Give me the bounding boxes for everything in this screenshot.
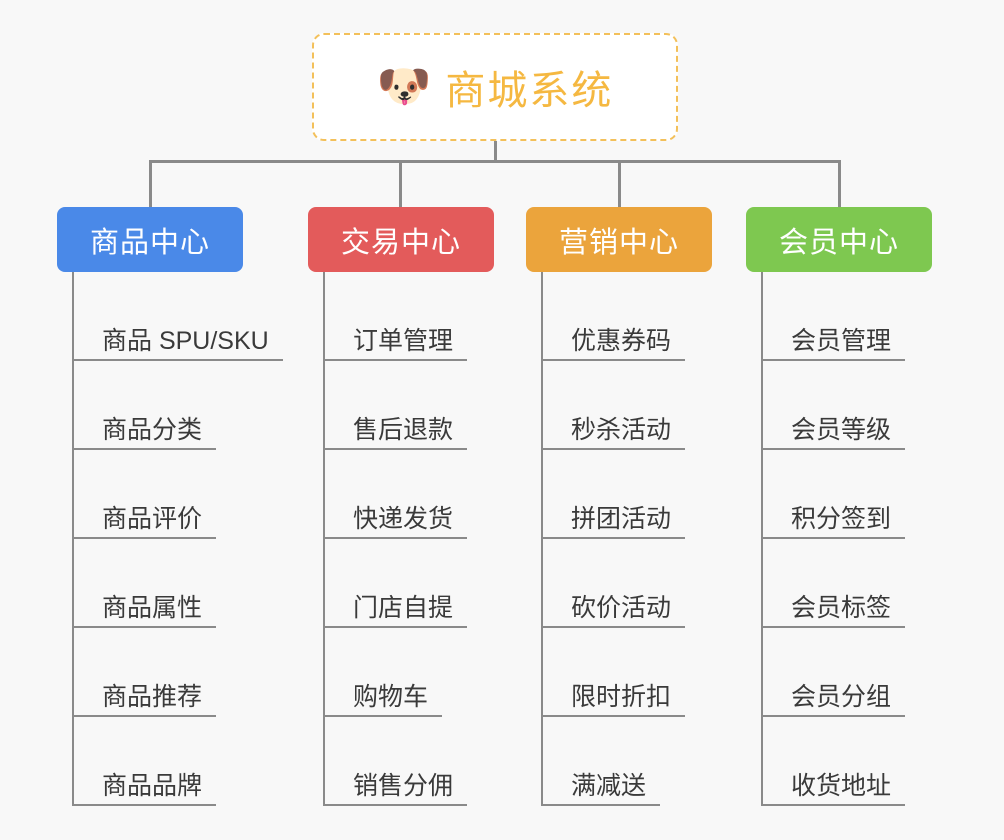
leaf-item[interactable]: 收货地址 [746, 717, 932, 806]
leaf-list-member-center: 会员管理 会员等级 积分签到 会员标签 会员分组 收货地址 [746, 272, 932, 806]
leaf-item[interactable]: 销售分佣 [308, 717, 494, 806]
leaf-label: 售后退款 [353, 415, 454, 444]
leaf-label: 商品分类 [102, 415, 203, 444]
leaf-label: 收货地址 [791, 771, 892, 800]
root-title: 商城系统 [445, 69, 614, 113]
branch-member-center: 会员中心 会员管理 会员等级 积分签到 会员标签 会员分组 收货地址 [746, 207, 932, 806]
connector-horizontal-bus [149, 160, 841, 163]
connector-root-stem [494, 141, 497, 162]
leaf-list-trade-center: 订单管理 售后退款 快递发货 门店自提 购物车 销售分佣 [308, 272, 494, 806]
leaf-item[interactable]: 满减送 [526, 717, 712, 806]
connector-drop-member-center [838, 160, 841, 207]
leaf-item[interactable]: 商品评价 [57, 450, 243, 539]
leaf-item[interactable]: 限时折扣 [526, 628, 712, 717]
leaf-item[interactable]: 商品分类 [57, 361, 243, 450]
branch-header-label: 营销中心 [558, 226, 679, 259]
leaf-item[interactable]: 砍价活动 [526, 539, 712, 628]
leaf-item[interactable]: 会员管理 [746, 272, 932, 361]
leaf-item[interactable]: 门店自提 [308, 539, 494, 628]
leaf-label: 购物车 [353, 682, 429, 711]
leaf-label: 商品品牌 [102, 771, 203, 800]
leaf-label: 销售分佣 [353, 771, 454, 800]
leaf-item[interactable]: 拼团活动 [526, 450, 712, 539]
leaf-label: 满减送 [571, 771, 647, 800]
leaf-label: 会员管理 [791, 326, 892, 355]
leaf-label: 优惠券码 [571, 326, 672, 355]
branch-header-trade-center[interactable]: 交易中心 [308, 207, 494, 272]
leaf-item[interactable]: 商品品牌 [57, 717, 243, 806]
dog-face-icon: 🐶 [376, 62, 432, 111]
branch-header-member-center[interactable]: 会员中心 [746, 207, 932, 272]
leaf-label: 门店自提 [353, 593, 454, 622]
leaf-spine [72, 272, 74, 806]
leaf-label: 快递发货 [353, 504, 454, 533]
leaf-spine [541, 272, 543, 806]
leaf-item[interactable]: 商品 SPU/SKU [57, 272, 283, 361]
leaf-item[interactable]: 商品推荐 [57, 628, 243, 717]
leaf-label: 积分签到 [791, 504, 892, 533]
leaf-item[interactable]: 购物车 [308, 628, 494, 717]
leaf-label: 秒杀活动 [571, 415, 672, 444]
leaf-item[interactable]: 会员标签 [746, 539, 932, 628]
connector-drop-trade-center [399, 160, 402, 207]
leaf-item[interactable]: 优惠券码 [526, 272, 712, 361]
leaf-label: 商品 SPU/SKU [102, 326, 269, 355]
branch-header-label: 商品中心 [89, 226, 210, 259]
leaf-item[interactable]: 会员等级 [746, 361, 932, 450]
connector-drop-marketing-center [618, 160, 621, 207]
branch-header-label: 会员中心 [778, 226, 899, 259]
branch-header-marketing-center[interactable]: 营销中心 [526, 207, 712, 272]
branch-trade-center: 交易中心 订单管理 售后退款 快递发货 门店自提 购物车 销售分佣 [308, 207, 494, 806]
leaf-item[interactable]: 售后退款 [308, 361, 494, 450]
leaf-label: 商品推荐 [102, 682, 203, 711]
leaf-label: 订单管理 [353, 326, 454, 355]
leaf-item[interactable]: 会员分组 [746, 628, 932, 717]
branch-header-label: 交易中心 [340, 226, 461, 259]
branch-product-center: 商品中心 商品 SPU/SKU 商品分类 商品评价 商品属性 商品推荐 商品品牌 [57, 207, 283, 806]
leaf-list-product-center: 商品 SPU/SKU 商品分类 商品评价 商品属性 商品推荐 商品品牌 [57, 272, 283, 806]
branch-marketing-center: 营销中心 优惠券码 秒杀活动 拼团活动 砍价活动 限时折扣 满减送 [526, 207, 712, 806]
leaf-spine [761, 272, 763, 806]
leaf-item[interactable]: 订单管理 [308, 272, 494, 361]
leaf-label: 会员分组 [791, 682, 892, 711]
leaf-item[interactable]: 秒杀活动 [526, 361, 712, 450]
leaf-label: 会员标签 [791, 593, 892, 622]
leaf-label: 商品评价 [102, 504, 203, 533]
leaf-item[interactable]: 积分签到 [746, 450, 932, 539]
leaf-label: 砍价活动 [571, 593, 672, 622]
leaf-label: 拼团活动 [571, 504, 672, 533]
leaf-label: 限时折扣 [571, 682, 672, 711]
leaf-item[interactable]: 商品属性 [57, 539, 243, 628]
leaf-list-marketing-center: 优惠券码 秒杀活动 拼团活动 砍价活动 限时折扣 满减送 [526, 272, 712, 806]
root-node[interactable]: 🐶 商城系统 [312, 33, 678, 141]
connector-drop-product-center [149, 160, 152, 207]
leaf-label: 会员等级 [791, 415, 892, 444]
branch-header-product-center[interactable]: 商品中心 [57, 207, 243, 272]
leaf-spine [323, 272, 325, 806]
leaf-label: 商品属性 [102, 593, 203, 622]
leaf-item[interactable]: 快递发货 [308, 450, 494, 539]
